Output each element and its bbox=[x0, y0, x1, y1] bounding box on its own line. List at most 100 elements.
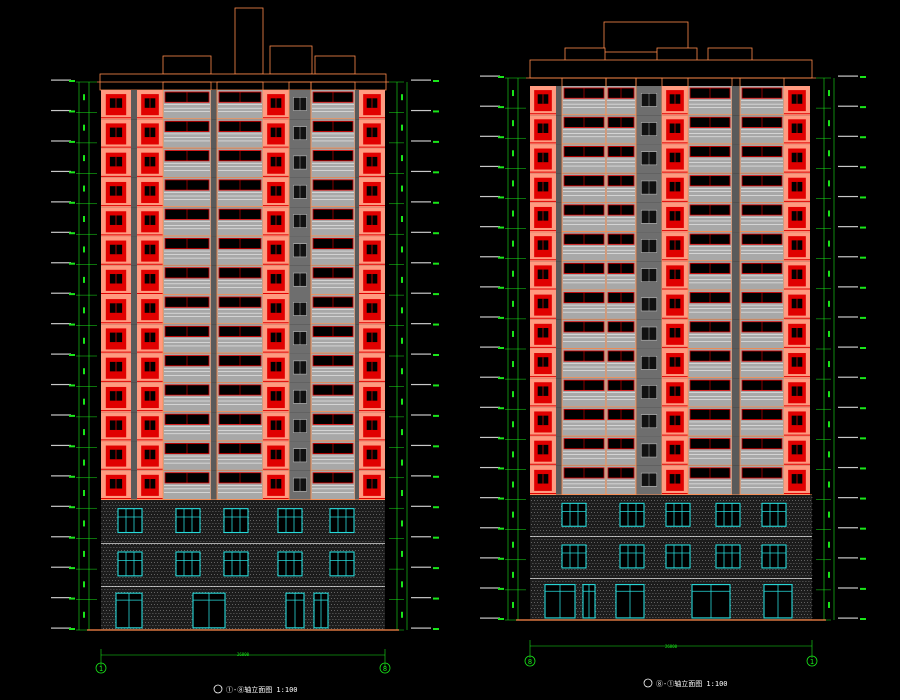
level-mark bbox=[480, 406, 500, 408]
dimension-value bbox=[828, 150, 830, 157]
level-triangle bbox=[860, 226, 866, 229]
wall-strip bbox=[211, 90, 217, 120]
level-mark bbox=[411, 79, 431, 81]
roof-structure bbox=[603, 21, 689, 53]
level-triangle bbox=[498, 256, 504, 259]
wall-strip bbox=[131, 353, 137, 383]
level-mark bbox=[838, 587, 858, 589]
level-triangle bbox=[498, 618, 504, 620]
level-triangle bbox=[69, 140, 75, 143]
level-triangle bbox=[433, 506, 439, 509]
level-triangle bbox=[433, 232, 439, 235]
wall-strip bbox=[556, 348, 562, 379]
level-triangle bbox=[498, 196, 504, 199]
dimension-value bbox=[401, 581, 403, 588]
roof-structure bbox=[269, 45, 313, 75]
level-mark bbox=[51, 231, 71, 233]
level-mark bbox=[51, 170, 71, 173]
podium-window bbox=[223, 551, 249, 577]
wall-strip bbox=[211, 353, 217, 383]
wall-strip bbox=[131, 470, 137, 500]
level-triangle bbox=[69, 597, 75, 600]
wall-strip bbox=[556, 232, 562, 262]
dimension-value bbox=[512, 90, 514, 97]
dimension-value bbox=[401, 246, 403, 253]
level-triangle bbox=[69, 384, 75, 387]
dimension-value bbox=[83, 185, 85, 192]
level-mark bbox=[838, 75, 858, 77]
dimension-value bbox=[512, 180, 514, 187]
podium-window bbox=[619, 502, 645, 527]
wall-strip bbox=[355, 295, 359, 325]
dimension-value bbox=[401, 550, 403, 557]
dimension-value bbox=[83, 459, 85, 466]
wall-strip bbox=[556, 436, 562, 466]
level-mark bbox=[838, 527, 858, 529]
wall-strip bbox=[355, 412, 359, 442]
dimension-value bbox=[401, 611, 403, 618]
dimension-value bbox=[83, 307, 85, 314]
level-triangle bbox=[860, 76, 866, 78]
wall-strip bbox=[556, 319, 562, 349]
level-mark bbox=[51, 536, 71, 538]
wall-strip bbox=[211, 236, 217, 266]
podium-window bbox=[561, 502, 587, 527]
level-mark bbox=[480, 436, 500, 439]
level-triangle bbox=[69, 80, 75, 82]
dimension-value bbox=[401, 124, 403, 131]
wall-strip bbox=[556, 290, 562, 320]
podium-window bbox=[619, 544, 645, 569]
level-mark bbox=[411, 597, 431, 599]
level-triangle bbox=[860, 557, 866, 560]
dimension-value bbox=[83, 520, 85, 527]
level-triangle bbox=[69, 354, 75, 356]
wall-strip bbox=[355, 353, 359, 383]
elevation-drawing-right bbox=[480, 21, 866, 658]
level-mark bbox=[51, 444, 71, 447]
wall-strip bbox=[556, 86, 562, 116]
dimension-value bbox=[828, 421, 830, 428]
level-mark bbox=[838, 165, 858, 168]
overall-width-dimension-left: 26800 bbox=[237, 652, 250, 657]
level-mark bbox=[411, 536, 431, 538]
level-triangle bbox=[433, 384, 439, 387]
level-triangle bbox=[69, 171, 75, 174]
level-mark bbox=[480, 256, 500, 258]
podium-window bbox=[561, 544, 587, 569]
wall-strip bbox=[131, 119, 137, 149]
wall-strip bbox=[732, 144, 740, 174]
level-triangle bbox=[69, 536, 75, 539]
wall-strip bbox=[732, 319, 740, 349]
level-mark bbox=[480, 527, 500, 529]
wall-strip bbox=[556, 115, 562, 145]
roof-structure bbox=[162, 55, 212, 75]
level-mark bbox=[480, 75, 500, 77]
dimension-value bbox=[401, 337, 403, 344]
level-triangle bbox=[498, 497, 504, 500]
podium-window bbox=[277, 508, 303, 534]
podium-window bbox=[665, 544, 691, 569]
wall-strip bbox=[556, 261, 562, 291]
level-triangle bbox=[860, 527, 866, 530]
level-triangle bbox=[433, 597, 439, 600]
level-mark bbox=[838, 406, 858, 408]
level-triangle bbox=[69, 110, 75, 113]
wall-strip bbox=[732, 261, 740, 291]
wall-strip bbox=[732, 436, 740, 466]
level-triangle bbox=[860, 316, 866, 319]
level-mark bbox=[51, 201, 71, 203]
level-triangle bbox=[498, 76, 504, 78]
wall-strip bbox=[211, 382, 217, 413]
wall-strip bbox=[131, 382, 137, 413]
dimension-value bbox=[401, 94, 403, 101]
level-mark bbox=[51, 475, 71, 477]
podium-window bbox=[277, 551, 303, 577]
level-triangle bbox=[498, 106, 504, 109]
level-triangle bbox=[860, 196, 866, 199]
podium-window bbox=[715, 544, 741, 569]
level-mark bbox=[411, 383, 431, 386]
level-triangle bbox=[69, 323, 75, 326]
level-mark bbox=[838, 135, 858, 137]
level-mark bbox=[51, 597, 71, 599]
